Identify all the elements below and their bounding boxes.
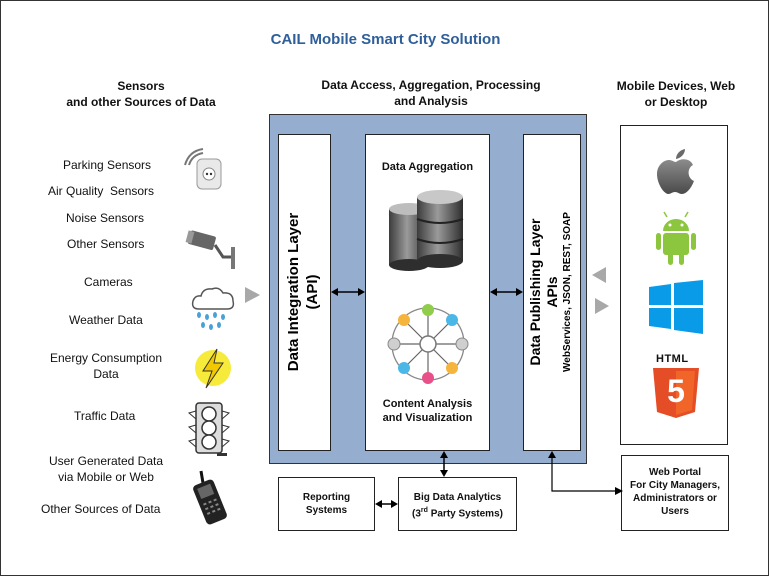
aggregation-box xyxy=(365,134,490,451)
database-icon xyxy=(389,190,464,271)
publishing-layer-line3: WebServices, JSON, REST, SOAP xyxy=(562,212,573,372)
content-analysis-label: Content Analysis and Visualization xyxy=(365,397,490,425)
publishing-layer-line2: APIs xyxy=(544,276,560,308)
aggregation-publishing-arrow xyxy=(490,288,523,296)
panel-bigdata-arrow xyxy=(440,451,448,477)
network-graph-icon xyxy=(387,304,469,384)
html5-icon xyxy=(653,368,699,418)
reporting-line2: Systems xyxy=(305,505,348,516)
cloud-rain-icon xyxy=(191,287,235,330)
sensors-header-line2: and other Sources of Data xyxy=(66,95,216,109)
source-noise-label: Noise Sensors xyxy=(66,211,145,225)
integration-aggregation-arrow xyxy=(331,288,365,296)
reporting-systems-label: Reporting Systems xyxy=(278,491,375,517)
big-data-sup: rd xyxy=(420,507,428,514)
source-user-line1: User Generated Data xyxy=(48,454,164,468)
source-parking-label: Parking Sensors xyxy=(63,158,152,172)
sensors-header-line1: Sensors xyxy=(117,79,165,93)
devices-out-arrow xyxy=(595,298,609,314)
devices-header-line1: Mobile Devices, Web xyxy=(616,79,736,93)
big-data-label: Big Data Analytics (3rd Party Systems) xyxy=(398,491,517,520)
source-air-label: Air Quality Sensors xyxy=(48,184,155,198)
source-weather-label: Weather Data xyxy=(69,313,143,327)
integration-layer-line1: Data Integration Layer xyxy=(285,212,302,372)
source-other-sensors-label: Other Sensors xyxy=(67,237,145,251)
web-portal-line1: Web Portal xyxy=(648,467,702,478)
android-icon xyxy=(656,211,696,265)
integration-layer-box xyxy=(278,134,331,451)
parking-sensor-icon xyxy=(184,148,222,190)
big-data-line1: Big Data Analytics xyxy=(413,492,502,503)
big-data-line2b: Party Systems) xyxy=(427,508,503,520)
diagram-title: CAIL Mobile Smart City Solution xyxy=(270,31,501,48)
web-portal-line4: Users xyxy=(661,506,689,517)
html5-label: HTML xyxy=(656,353,689,365)
devices-header: Mobile Devices, Web or Desktop xyxy=(591,78,761,110)
processing-header-line2: and Analysis xyxy=(394,94,468,108)
content-analysis-line2: and Visualization xyxy=(382,412,473,424)
processing-header: Data Access, Aggregation, Processing and… xyxy=(263,77,599,109)
source-other-label: Other Sources of Data xyxy=(41,502,161,516)
big-data-line2: (3rd Party Systems) xyxy=(398,504,517,520)
integration-layer-label: Data Integration Layer (API) xyxy=(284,142,324,442)
source-user-line2: via Mobile or Web xyxy=(58,470,154,484)
web-portal-line3: Administrators or xyxy=(633,493,717,504)
publishing-layer-box xyxy=(523,134,581,451)
devices-header-line2: or Desktop xyxy=(644,95,708,109)
html5-digit: 5 xyxy=(667,373,685,409)
reporting-systems-box xyxy=(278,477,375,531)
big-data-box xyxy=(398,477,517,531)
source-energy-line1: Energy Consumption xyxy=(49,351,163,365)
web-portal-label: Web Portal For City Managers, Administra… xyxy=(621,466,729,518)
windows-icon xyxy=(649,280,703,334)
devices-in-arrow xyxy=(592,267,606,283)
reporting-line1: Reporting xyxy=(302,492,351,503)
publishing-layer-label: Data Publishing Layer APIs WebServices, … xyxy=(527,142,577,442)
sensors-header: Sensors and other Sources of Data xyxy=(31,78,251,110)
reporting-bigdata-arrow xyxy=(375,500,398,508)
source-user-label: User Generated Data via Mobile or Web xyxy=(36,453,176,485)
web-portal-line2: For City Managers, xyxy=(629,480,721,491)
integration-layer-line2: (API) xyxy=(304,274,321,310)
data-aggregation-label: Data Aggregation xyxy=(381,161,474,173)
source-energy-line2: Data xyxy=(93,367,119,381)
publishing-layer-line1: Data Publishing Layer xyxy=(527,218,543,366)
source-energy-label: Energy Consumption Data xyxy=(36,350,176,382)
sources-to-panel-arrow xyxy=(245,287,260,303)
lightning-icon xyxy=(195,348,231,389)
publishing-portal-arrow xyxy=(548,451,623,495)
traffic-light-icon xyxy=(187,402,231,456)
web-portal-box xyxy=(621,455,729,531)
source-cameras-label: Cameras xyxy=(84,275,133,289)
mobile-phone-icon xyxy=(193,470,227,525)
apple-icon xyxy=(657,149,694,194)
content-analysis-line1: Content Analysis xyxy=(382,398,473,410)
processing-header-line1: Data Access, Aggregation, Processing xyxy=(321,78,541,92)
camera-icon xyxy=(185,230,235,269)
big-data-line2a: (3 xyxy=(412,508,421,520)
source-traffic-label: Traffic Data xyxy=(74,409,136,423)
